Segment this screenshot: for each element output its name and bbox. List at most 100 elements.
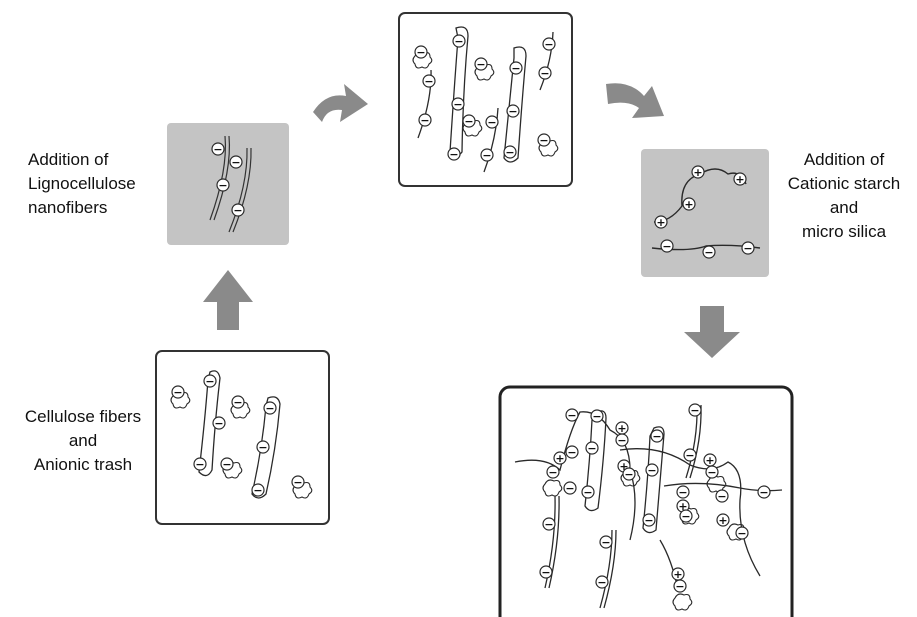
charge-sign: − [597,576,606,589]
charge-sign: − [587,442,596,455]
charge-sign: − [505,146,514,159]
negative-charge-marker: − [703,246,715,259]
charge-sign: − [214,417,223,430]
charge-sign: − [690,404,699,417]
negative-charge-marker: − [643,514,655,527]
negative-charge-marker: − [616,434,628,447]
charge-sign: − [743,242,752,255]
charge-sign: − [681,510,690,523]
charge-sign: − [548,466,557,479]
charge-sign: − [258,441,267,454]
negative-charge-marker: − [706,466,718,479]
charge-sign: − [647,464,656,477]
charge-sign: − [567,446,576,459]
negative-charge-marker: − [217,179,229,192]
charge-sign: − [293,476,302,489]
negative-charge-marker: − [452,98,464,111]
charge-sign: − [231,156,240,169]
charge-sign: − [213,143,222,156]
negative-charge-marker: − [591,410,603,423]
negative-charge-marker: − [481,149,493,162]
charge-sign: − [717,490,726,503]
negative-charge-marker: − [212,143,224,156]
negative-charge-marker: − [230,156,242,169]
negative-charge-marker: − [507,105,519,118]
label-cationic-starch-addition: Addition of Cationic starch and micro si… [773,148,915,244]
charge-sign: − [453,98,462,111]
charge-sign: − [424,75,433,88]
negative-charge-marker: − [716,490,728,503]
process-arrow-up [203,270,253,330]
positive-charge-marker: + [692,166,704,179]
charge-sign: − [662,240,671,253]
negative-charge-marker: − [486,116,498,129]
negative-charge-marker: − [543,38,555,51]
process-arrow-right-2 [606,83,664,118]
charge-sign: − [449,148,458,161]
charge-sign: − [685,449,694,462]
label-cellulose-fibers: Cellulose fibers and Anionic trash [8,405,158,477]
charge-sign: + [718,514,727,527]
negative-charge-marker: − [232,396,244,409]
negative-charge-marker: − [213,417,225,430]
charge-sign: − [652,430,661,443]
negative-charge-marker: − [415,46,427,59]
charge-sign: − [759,486,768,499]
charge-sign: − [173,386,182,399]
negative-charge-marker: − [742,242,754,255]
negative-charge-marker: − [736,527,748,540]
charge-sign: − [476,58,485,71]
charge-sign: − [539,134,548,147]
charge-sign: − [567,409,576,422]
charge-sign: − [464,115,473,128]
negative-charge-marker: − [586,442,598,455]
negative-charge-marker: − [419,114,431,127]
negative-charge-marker: − [582,486,594,499]
charge-sign: − [253,484,262,497]
negative-charge-marker: − [204,375,216,388]
negative-charge-marker: − [510,62,522,75]
negative-charge-marker: − [264,402,276,415]
negative-charge-marker: − [547,466,559,479]
positive-charge-marker: + [554,452,566,465]
charge-sign: − [644,514,653,527]
positive-charge-marker: + [734,173,746,186]
charge-sign: − [222,458,231,471]
negative-charge-marker: − [646,464,658,477]
process-arrow-down [684,306,740,358]
negative-charge-marker: − [600,536,612,549]
negative-charge-marker: − [539,67,551,80]
positive-charge-marker: + [717,514,729,527]
negative-charge-marker: − [543,518,555,531]
charge-sign: − [707,466,716,479]
negative-charge-marker: − [689,404,701,417]
charge-sign: − [511,62,520,75]
positive-charge-marker: + [655,216,667,229]
charge-sign: − [487,116,496,129]
negative-charge-marker: − [623,468,635,481]
charge-sign: − [544,518,553,531]
charge-sign: − [583,486,592,499]
charge-sign: + [684,198,693,211]
negative-charge-marker: − [538,134,550,147]
negative-charge-marker: − [423,75,435,88]
charge-sign: − [678,486,687,499]
charge-sign: + [656,216,665,229]
charge-sign: − [704,246,713,259]
charge-sign: − [218,179,227,192]
charge-sign: − [233,204,242,217]
negative-charge-marker: − [475,58,487,71]
negative-charge-marker: − [194,458,206,471]
negative-charge-marker: − [564,482,576,495]
negative-charge-marker: − [651,430,663,443]
negative-charge-marker: − [257,441,269,454]
charge-sign: + [555,452,564,465]
negative-charge-marker: − [448,148,460,161]
negative-charge-marker: − [232,204,244,217]
negative-charge-marker: − [292,476,304,489]
charge-sign: − [544,38,553,51]
negative-charge-marker: − [758,486,770,499]
negative-charge-marker: − [453,35,465,48]
charge-sign: − [601,536,610,549]
